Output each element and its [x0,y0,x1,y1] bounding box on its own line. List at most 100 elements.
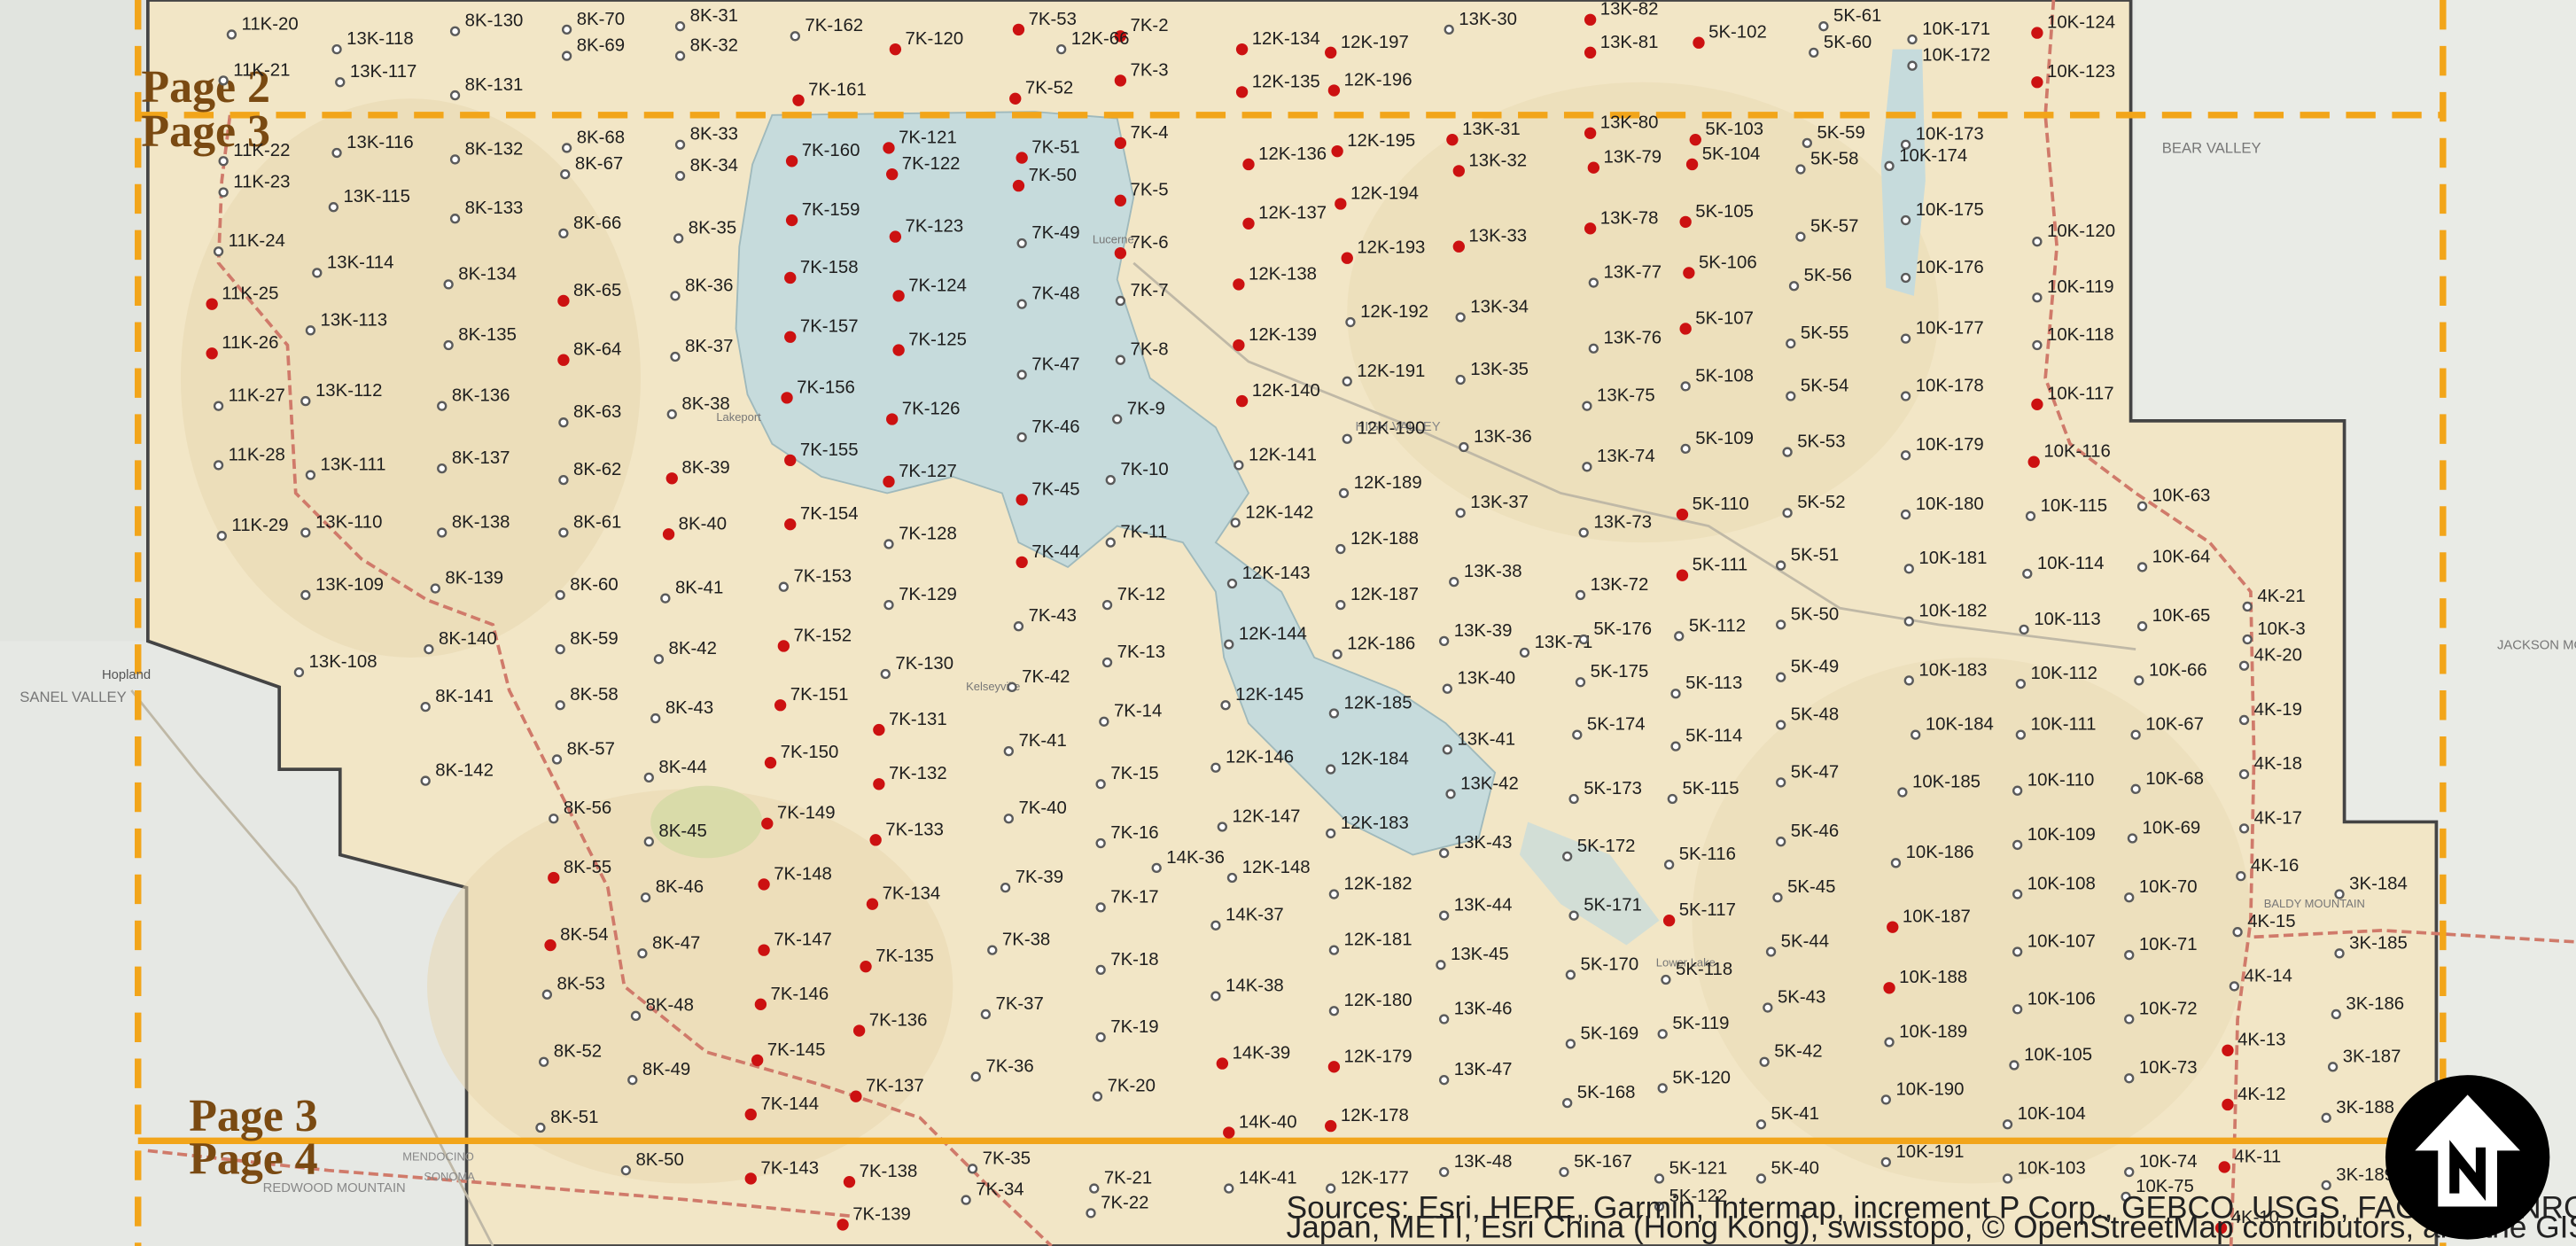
sample-point-marker[interactable] [1438,910,1450,921]
sample-point-marker[interactable] [1776,720,1786,730]
sample-point[interactable]: 8K-38 [666,394,730,420]
sample-point[interactable]: 13K-81 [1584,33,1658,59]
sample-point[interactable]: 4K-13 [2222,1031,2285,1056]
sample-point-marker[interactable] [1438,1074,1450,1086]
sample-point[interactable]: 7K-48 [1016,284,1080,309]
sample-point-marker[interactable] [1654,1201,1665,1212]
sample-point[interactable]: 10K-116 [2027,442,2111,468]
sample-point[interactable]: 5K-52 [1782,493,1846,518]
sample-point[interactable]: 13K-43 [1438,833,1512,859]
sample-point-marker[interactable] [300,395,311,407]
sample-point-marker[interactable] [1326,828,1336,839]
sample-point-marker-red[interactable] [761,817,774,829]
sample-point[interactable]: 13K-39 [1438,621,1512,647]
sample-point-marker[interactable] [213,460,224,471]
sample-point-marker[interactable] [449,154,461,165]
sample-point[interactable]: 7K-2 [1114,16,1169,43]
sample-point[interactable]: 7K-151 [774,685,848,712]
sample-point[interactable]: 13K-45 [1436,945,1509,970]
sample-point-marker-red[interactable] [1331,144,1343,158]
sample-point-marker[interactable] [1210,920,1221,931]
sample-point[interactable]: 10K-181 [1903,549,1988,574]
sample-point-marker[interactable] [670,351,681,362]
sample-point[interactable]: 8K-130 [449,12,523,36]
sample-point[interactable]: 10K-119 [2032,277,2114,303]
sample-point[interactable]: 12K-188 [1335,529,1419,555]
sample-point[interactable]: 7K-138 [843,1162,917,1188]
sample-point[interactable]: 5K-121 [1654,1158,1727,1184]
sample-point[interactable]: 10K-173 [1900,125,1984,150]
sample-point-marker[interactable] [967,1164,978,1174]
sample-point[interactable]: 4K-18 [2238,754,2302,780]
sample-point[interactable]: 10K-184 [1911,715,1994,740]
sample-point[interactable]: 5K-122 [1654,1187,1727,1212]
sample-point[interactable]: 7K-16 [1095,823,1159,849]
sample-point-marker-red[interactable] [751,1054,764,1067]
sample-point[interactable]: 13K-76 [1588,329,1662,354]
sample-point[interactable]: 7K-135 [860,946,934,973]
sample-point-marker[interactable] [674,170,686,182]
sample-point[interactable]: 7K-35 [967,1149,1031,1174]
sample-point-marker-red[interactable] [1114,136,1127,150]
sample-point-marker[interactable] [1115,295,1126,307]
sample-point-marker[interactable] [1112,414,1123,424]
sample-point-marker[interactable] [2032,237,2043,247]
sample-point[interactable]: 5K-173 [1568,779,1642,805]
sample-point[interactable]: 12K-140 [1235,381,1320,408]
sample-point[interactable]: 12K-139 [1233,325,1317,352]
sample-point-marker[interactable] [1438,1014,1450,1024]
sample-point-marker[interactable] [2032,292,2043,303]
sample-point[interactable]: 5K-112 [1674,616,1746,642]
sample-point-marker[interactable] [1884,160,1895,172]
sample-point-marker-red[interactable] [1242,217,1255,230]
sample-point[interactable]: 10K-171 [1907,19,1991,45]
sample-point-marker[interactable] [1755,1173,1767,1184]
sample-point[interactable]: 4K-21 [2242,587,2306,612]
sample-point[interactable]: 13K-115 [328,187,410,213]
sample-point[interactable]: 10K-112 [2015,664,2097,689]
sample-point[interactable]: 5K-56 [1788,266,1852,292]
sample-point-marker[interactable] [1335,599,1346,611]
sample-point[interactable]: 8K-48 [630,996,694,1021]
sample-point[interactable]: 7K-125 [892,331,967,356]
sample-point-marker-red[interactable] [665,472,678,485]
sample-point[interactable]: 12K-183 [1326,814,1409,839]
sample-point[interactable]: 10K-3 [2242,619,2306,645]
sample-point[interactable]: 7K-8 [1115,340,1169,365]
sample-point[interactable]: 7K-147 [758,931,832,956]
sample-point-marker-red[interactable] [781,392,793,404]
sample-point-marker-red[interactable] [785,155,798,167]
sample-point[interactable]: 7K-3 [1114,60,1169,87]
sample-point[interactable]: 13K-111 [305,455,386,480]
sample-point-marker[interactable] [2229,981,2240,992]
sample-point[interactable]: 7K-153 [778,567,852,592]
sample-point[interactable]: 10K-108 [2012,874,2096,899]
sample-point[interactable]: 13K-32 [1452,151,1527,177]
sample-point[interactable]: 8K-56 [549,798,611,824]
sample-point[interactable]: 13K-37 [1455,493,1529,518]
sample-point-marker[interactable] [778,581,789,592]
sample-point-marker[interactable] [1897,787,1908,798]
sample-point[interactable]: 12K-193 [1341,238,1426,264]
sample-point-marker[interactable] [1911,729,1921,740]
sample-point[interactable]: 8K-140 [424,629,497,655]
sample-point[interactable]: 5K-109 [1680,429,1754,455]
sample-point[interactable]: 13K-33 [1452,227,1527,253]
sample-point-marker-red[interactable] [1452,165,1465,177]
sample-point[interactable]: 3K-185 [2334,933,2408,959]
sample-point-marker[interactable] [1670,741,1681,751]
sample-point[interactable]: 11K-22 [218,141,291,167]
sample-point-marker-red[interactable] [1584,13,1597,26]
sample-point[interactable]: 10K-176 [1900,258,1984,284]
sample-point-marker-red[interactable] [774,699,787,712]
sample-point[interactable]: 10K-71 [2124,935,2198,961]
sample-point-marker[interactable] [1115,354,1126,365]
sample-point[interactable]: 5K-57 [1795,217,1858,242]
sample-point-marker-red[interactable] [1325,1119,1337,1133]
sample-point[interactable]: 7K-156 [781,378,855,404]
sample-point-marker[interactable] [970,1071,981,1082]
sample-point[interactable]: 12K-135 [1235,72,1320,98]
sample-point-marker[interactable] [1674,631,1685,642]
sample-point[interactable]: 13K-75 [1582,386,1655,411]
sample-point-marker[interactable] [1328,889,1340,899]
